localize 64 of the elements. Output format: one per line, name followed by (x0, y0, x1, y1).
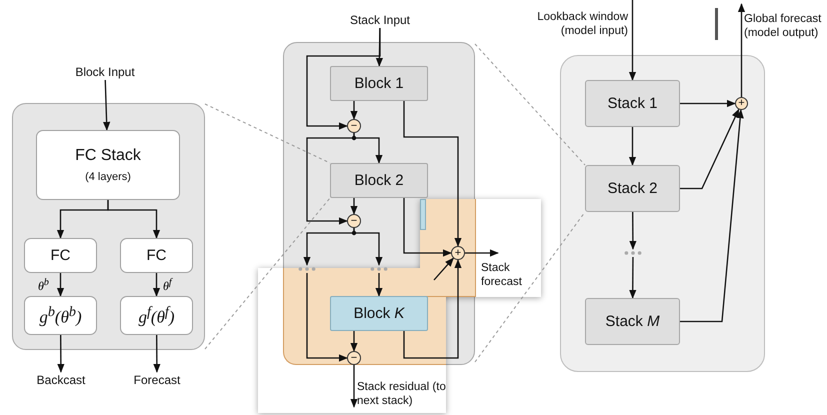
zoom-guide-line (474, 212, 586, 362)
ellipsis-dots (296, 265, 318, 273)
layer-box: FC (120, 238, 193, 273)
stack-box: Stack 2 (585, 165, 680, 212)
arrow (680, 108, 740, 190)
process-box (36, 130, 180, 200)
block-box: Block K (330, 296, 428, 331)
arrow (628, 127, 636, 166)
annotation-text: Lookback window (model input) (536, 10, 628, 39)
zoom-guide-line (474, 44, 586, 166)
zoom-guide-line (204, 104, 330, 164)
sum-operator: + (735, 97, 748, 110)
stack-box: Stack M (585, 298, 680, 345)
arrow (465, 249, 499, 257)
arrow (306, 133, 355, 225)
input-label: Block Input (55, 64, 155, 80)
zoom-guide-line (204, 198, 330, 350)
arrow (403, 198, 452, 257)
basis-function-box: g$^{b}$(θ$^{b}$) (24, 296, 97, 335)
layer-box: FC (24, 238, 97, 273)
arrow (350, 331, 358, 352)
arrow (375, 273, 383, 297)
edge-label: θ$^{f}$ (163, 277, 172, 294)
output-label: Global forecast (model output) (744, 4, 827, 40)
output-label: Stack residual (to next stack) (357, 372, 465, 410)
box-title: FC Stack (75, 147, 141, 165)
arrow (306, 273, 348, 362)
arrow (680, 109, 744, 322)
block-box: Block 1 (330, 66, 428, 101)
output-label: Stack forecast (481, 253, 543, 294)
arrow (628, 0, 636, 81)
ellipsis-dots (622, 249, 644, 257)
ellipsis-dots (368, 265, 390, 273)
arrow (629, 212, 637, 250)
arrow (403, 101, 462, 247)
arrow (680, 100, 736, 108)
edge-label: θ$^{b}$ (38, 277, 49, 294)
arrow (350, 365, 358, 408)
arrow (306, 28, 381, 130)
arrow (738, 3, 746, 97)
arrow (376, 28, 384, 67)
arrow (353, 228, 383, 266)
arrow (102, 80, 110, 131)
output-label: Forecast (121, 372, 193, 388)
arrow (56, 273, 64, 297)
arrow (350, 101, 358, 120)
subtract-operator: − (347, 214, 361, 228)
arrow (57, 335, 65, 373)
arrow (434, 258, 454, 280)
subtract-operator: − (347, 119, 361, 133)
box-subtitle: (4 layers) (85, 171, 131, 183)
arrow (107, 200, 160, 239)
arrow (152, 273, 160, 297)
arrow (403, 259, 462, 359)
arrow (629, 257, 636, 299)
basis-function-box: g$^{f}$(θ$^{f}$) (120, 296, 193, 335)
output-label: Backcast (25, 372, 97, 388)
arrow (350, 198, 358, 215)
arrow (153, 335, 161, 373)
model-panel (560, 55, 765, 372)
input-label: Stack Input (335, 12, 425, 28)
stack-box: Stack 1 (585, 80, 680, 127)
block-panel (12, 103, 205, 350)
block-box: Block 2 (330, 163, 428, 198)
